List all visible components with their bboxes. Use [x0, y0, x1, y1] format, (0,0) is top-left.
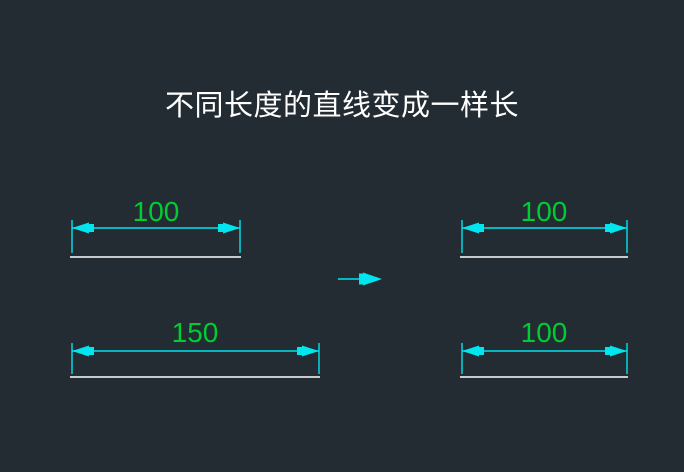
arrow-head-left [72, 222, 94, 234]
arrow-head-left [462, 222, 484, 234]
dimension-value-left-bottom: 150 [171, 317, 219, 348]
arrow-head-right [218, 222, 240, 234]
arrow-head-right [605, 345, 627, 357]
page-title: 不同长度的直线变成一样长 [164, 88, 519, 122]
arrow-head-left [462, 345, 484, 357]
dimension-value-right-top: 100 [520, 196, 568, 227]
right-arrow-icon [338, 272, 382, 286]
dimension-value-left-top: 100 [132, 196, 180, 227]
arrow-head [363, 272, 382, 286]
dimension-value-right-bottom: 100 [520, 317, 568, 348]
arrow-head-left [72, 345, 94, 357]
arrow-head-right [297, 345, 319, 357]
arrow-tail-block [359, 273, 365, 285]
arrow-head-right [605, 222, 627, 234]
